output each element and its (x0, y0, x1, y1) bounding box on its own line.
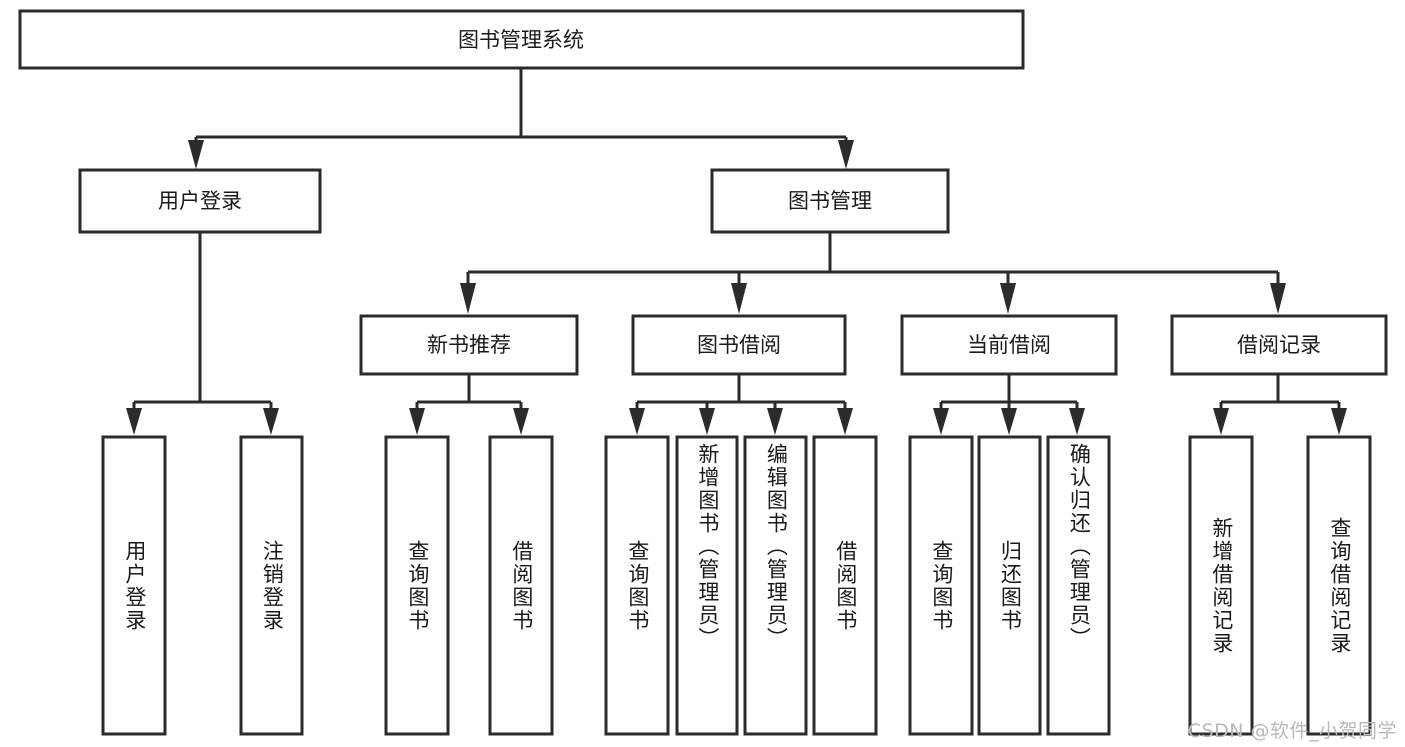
leaf-box[interactable] (488, 435, 554, 736)
leaf-box[interactable] (977, 435, 1042, 736)
leaf-box[interactable] (1306, 435, 1372, 736)
leaf-box[interactable] (812, 435, 878, 736)
node-current-borrow-label: 当前借阅 (967, 333, 1051, 357)
watermark: CSDN @软件_小贺同学 (1187, 720, 1397, 742)
node-current-borrow[interactable]: 当前借阅 (900, 314, 1118, 376)
connector-book-borrow-to-leaves (629, 375, 853, 435)
leaf-box[interactable] (675, 435, 739, 736)
node-borrow-record-label: 借阅记录 (1237, 333, 1321, 357)
connector-user-login-to-leaves (126, 233, 279, 435)
node-book-borrow[interactable]: 图书借阅 (631, 314, 847, 376)
leaf-group-user-login (101, 435, 304, 736)
leaf-box[interactable] (743, 435, 808, 736)
node-user-login[interactable]: 用户登录 (78, 168, 322, 234)
leaf-box[interactable] (101, 435, 167, 736)
leaf-group-borrow-record (1188, 435, 1372, 736)
leaf-box[interactable] (908, 435, 974, 736)
leaf-group-current-borrow (908, 435, 1111, 736)
node-new-book-recommend-label: 新书推荐 (427, 333, 511, 357)
connector-borrow-record-to-leaves (1213, 375, 1347, 435)
connector-root-to-level2 (188, 68, 854, 169)
leaf-box[interactable] (1188, 435, 1254, 736)
node-user-login-label: 用户登录 (158, 189, 242, 213)
leaf-box[interactable] (239, 435, 304, 736)
node-book-manage[interactable]: 图书管理 (710, 168, 950, 234)
connector-book-manage-to-level3 (460, 233, 1286, 314)
connector-current-borrow-to-leaves (933, 375, 1085, 435)
node-root[interactable]: 图书管理系统 (18, 9, 1025, 70)
leaf-box[interactable] (1046, 435, 1111, 736)
leaf-box[interactable] (604, 435, 670, 736)
node-borrow-record[interactable]: 借阅记录 (1170, 314, 1388, 376)
leaf-group-book-borrow (604, 435, 878, 736)
node-book-manage-label: 图书管理 (788, 189, 872, 213)
connector-new-book-to-leaves (409, 375, 529, 435)
leaf-box[interactable] (384, 435, 450, 736)
leaf-group-new-book-recommend (384, 435, 554, 736)
node-book-borrow-label: 图书借阅 (697, 333, 781, 357)
node-root-label: 图书管理系统 (458, 28, 584, 52)
node-new-book-recommend[interactable]: 新书推荐 (359, 314, 579, 376)
